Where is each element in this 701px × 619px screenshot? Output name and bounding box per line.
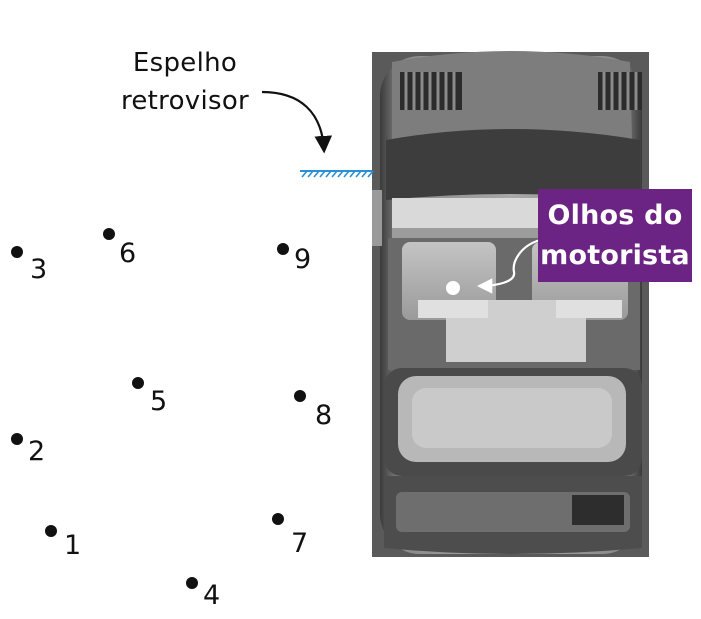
point-dot-2	[11, 433, 23, 445]
driver-eyes-point	[446, 281, 460, 295]
point-dot-9	[277, 243, 289, 255]
point-dot-4	[186, 577, 198, 589]
point-label-1: 1	[64, 530, 82, 561]
point-dot-3	[11, 246, 23, 258]
point-label-9: 9	[294, 244, 312, 275]
driver-eyes-label: Olhos do motorista	[538, 189, 692, 282]
point-label-7: 7	[291, 528, 309, 559]
point-label-2: 2	[28, 436, 46, 467]
car-vents-left	[400, 72, 462, 110]
car-vents-right	[598, 72, 642, 110]
point-label-8: 8	[315, 400, 333, 431]
point-label-6: 6	[119, 238, 137, 269]
mirror-label: Espelho retrovisor	[120, 48, 250, 116]
car-top-view	[372, 51, 649, 557]
rear-view-mirror	[300, 170, 374, 178]
point-label-4: 4	[203, 580, 221, 611]
point-label-5: 5	[150, 386, 168, 417]
driver-eyes-pointer-arrow	[476, 238, 541, 294]
point-label-3: 3	[30, 254, 48, 285]
point-dot-5	[132, 377, 144, 389]
point-dot-1	[45, 525, 57, 537]
numbered-points	[11, 228, 306, 589]
point-dot-8	[294, 390, 306, 402]
point-dot-6	[103, 228, 115, 240]
point-dot-7	[272, 513, 284, 525]
mirror-pointer-arrow	[261, 90, 333, 154]
